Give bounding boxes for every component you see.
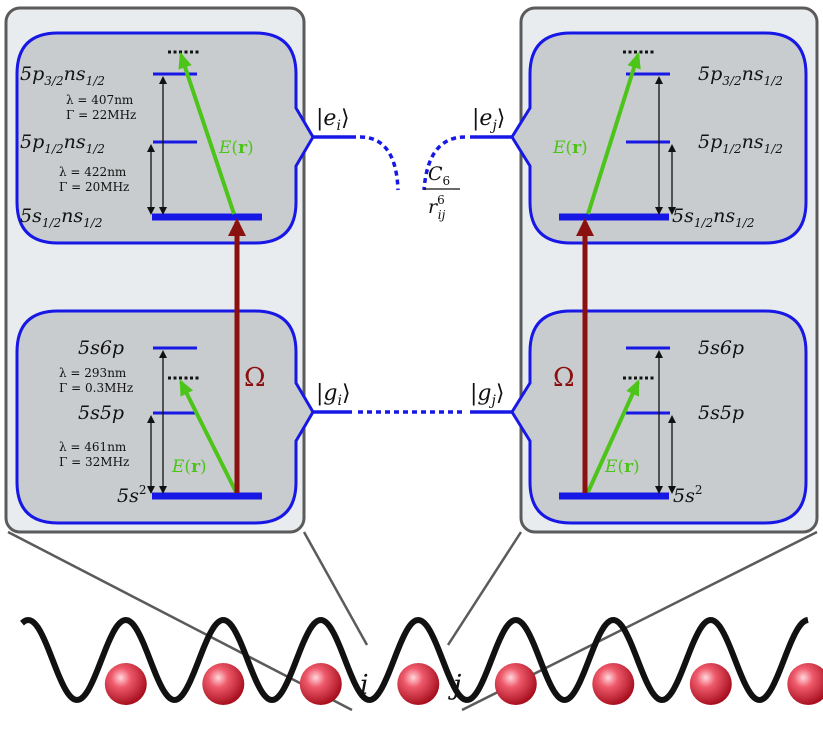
left-rydberg-upper-wavelength: λ = 407nm <box>66 93 134 107</box>
lattice-atom <box>494 663 537 705</box>
left-ground-field-arrow <box>179 379 238 493</box>
right-rydberg-transition-arrows <box>655 76 676 215</box>
lattice-atom <box>592 663 635 705</box>
lattice-atom <box>787 663 823 705</box>
left-rydberg-field-label: E(r) <box>218 138 254 158</box>
right-excited-state-ket: |ej⟩ <box>472 106 505 134</box>
lattice-atom <box>104 663 147 705</box>
left-ground-box <box>15 309 315 525</box>
left-rabi-label: Ω <box>244 363 266 393</box>
site-label-i: i <box>360 670 369 701</box>
lattice-atom <box>202 663 245 705</box>
left-ground-lower-linewidth: Γ = 32MHz <box>59 455 129 469</box>
left-ground-lower-wavelength: λ = 461nm <box>59 440 127 454</box>
left-ground-state-ket: |gi⟩ <box>316 381 351 409</box>
left-excited-state-ket: |ei⟩ <box>316 106 350 134</box>
lattice-atom <box>397 663 440 705</box>
lattice-atom <box>299 663 342 705</box>
right-ground-field-arrow <box>586 379 640 493</box>
right-rydberg-field-arrow <box>586 52 641 215</box>
interaction-numerator: C6 <box>428 163 450 188</box>
left-ground-upper-linewidth: Γ = 0.3MHz <box>59 381 133 395</box>
left-rydberg-lower-wavelength: λ = 422nm <box>59 165 127 179</box>
right-ground-field-label: E(r) <box>604 457 640 477</box>
right-ground-top-level-label: 5s6p <box>698 337 744 359</box>
left-rydberg-lower-linewidth: Γ = 20MHz <box>59 180 129 194</box>
excited-interaction-curves <box>313 135 512 191</box>
lattice-atoms <box>104 663 823 705</box>
left-ground-field-label: E(r) <box>171 457 207 477</box>
right-rydberg-field-label: E(r) <box>552 138 588 158</box>
left-ground-mid-level-label: 5s5p <box>78 402 124 424</box>
left-ground-transition-arrows <box>147 350 167 494</box>
right-rabi-label: Ω <box>553 363 575 393</box>
right-ground-state-ket: |gj⟩ <box>470 381 504 409</box>
left-rydberg-field-arrow <box>178 52 236 215</box>
right-rydberg-ground-level-label: 5s1/2ns1/2 <box>672 205 754 230</box>
left-ground-top-level-label: 5s6p <box>78 337 124 359</box>
left-rydberg-upper-linewidth: Γ = 22MHz <box>66 108 136 122</box>
lattice-atom <box>689 663 732 705</box>
left-rydberg-transition-arrows <box>147 76 167 215</box>
right-ground-transition-arrows <box>655 350 676 494</box>
right-ground-mid-level-label: 5s5p <box>698 402 744 424</box>
left-ground-upper-wavelength: λ = 293nm <box>59 366 127 380</box>
optical-lattice-potential <box>20 616 809 704</box>
